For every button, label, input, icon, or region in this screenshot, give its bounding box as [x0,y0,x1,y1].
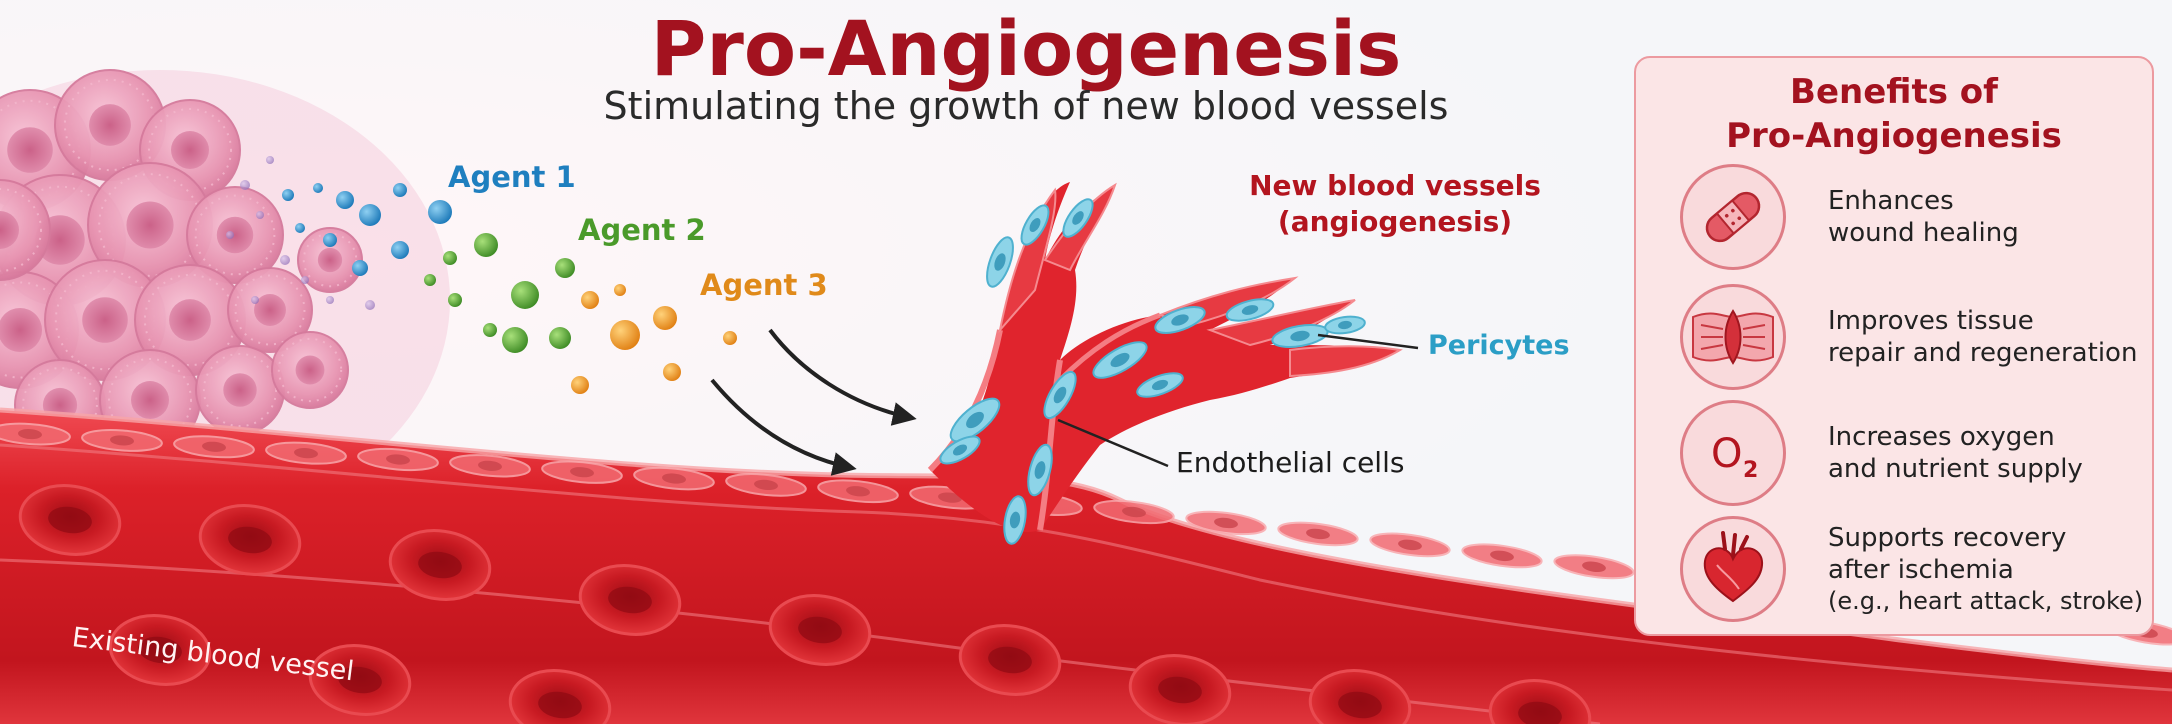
benefit-text: Improves tissue repair and regeneration [1828,284,2144,390]
benefit-wound-healing: Enhances wound healing [1680,164,2140,274]
benefits-title-line1: Benefits of [1790,72,1998,112]
benefit-line: and nutrient supply [1828,454,2083,484]
benefit-text: Supports recovery after ischemia (e.g., … [1828,516,2144,622]
tumor-cell-cluster [0,69,450,530]
pericytes-pointer [1317,333,1419,350]
arrow-to-sprout-upper [768,328,917,426]
agent-1-label: Agent 1 [448,160,576,194]
new-vessels-label-line1: New blood vessels [1249,169,1541,202]
benefit-line: Supports recovery [1828,523,2067,553]
benefit-oxygen-supply: O 2 Increases oxygen and nutrient supply [1680,400,2140,510]
page-subtitle: Stimulating the growth of new blood vess… [603,84,1449,128]
benefits-panel-title: Benefits of Pro-Angiogenesis [1636,70,2152,158]
new-vessels-label: New blood vessels (angiogenesis) [1220,168,1570,240]
oxygen-subscript: 2 [1743,458,1758,483]
tissue-icon [1680,284,1786,390]
benefit-ischemia-recovery: Supports recovery after ischemia (e.g., … [1680,516,2143,626]
page-title: Pro-Angiogenesis [650,4,1402,93]
benefit-line: wound healing [1828,218,2019,248]
benefit-line: after ischemia [1828,555,2014,585]
benefit-line: repair and regeneration [1828,338,2138,368]
agent-2-label: Agent 2 [578,213,706,247]
benefit-text: Enhances wound healing [1828,164,2144,270]
benefits-title-line2: Pro-Angiogenesis [1726,116,2062,156]
benefit-line: Enhances [1828,186,1954,216]
heart-icon [1680,516,1786,622]
benefit-line: Increases oxygen [1828,422,2055,452]
oxygen-icon: O 2 [1680,400,1786,506]
pericytes-label: Pericytes [1428,330,1570,361]
endothelial-cells-label: Endothelial cells [1176,446,1405,479]
benefit-line: (e.g., heart attack, stroke) [1828,587,2144,615]
endothelial-pointer [1057,418,1169,468]
benefit-line: Improves tissue [1828,306,2034,336]
benefit-tissue-repair: Improves tissue repair and regeneration [1680,284,2140,394]
new-blood-vessels [927,182,1403,545]
agent-3-label: Agent 3 [700,268,828,302]
arrow-to-sprout-lower [710,378,857,476]
bandage-icon [1680,164,1786,270]
new-vessels-label-line2: (angiogenesis) [1277,205,1513,238]
benefits-panel: Benefits of Pro-Angiogenesis Enhances wo… [1634,56,2154,636]
benefit-text: Increases oxygen and nutrient supply [1828,400,2144,506]
oxygen-symbol: O [1711,431,1742,477]
agent-particles [226,156,737,394]
existing-blood-vessel [0,407,2172,724]
